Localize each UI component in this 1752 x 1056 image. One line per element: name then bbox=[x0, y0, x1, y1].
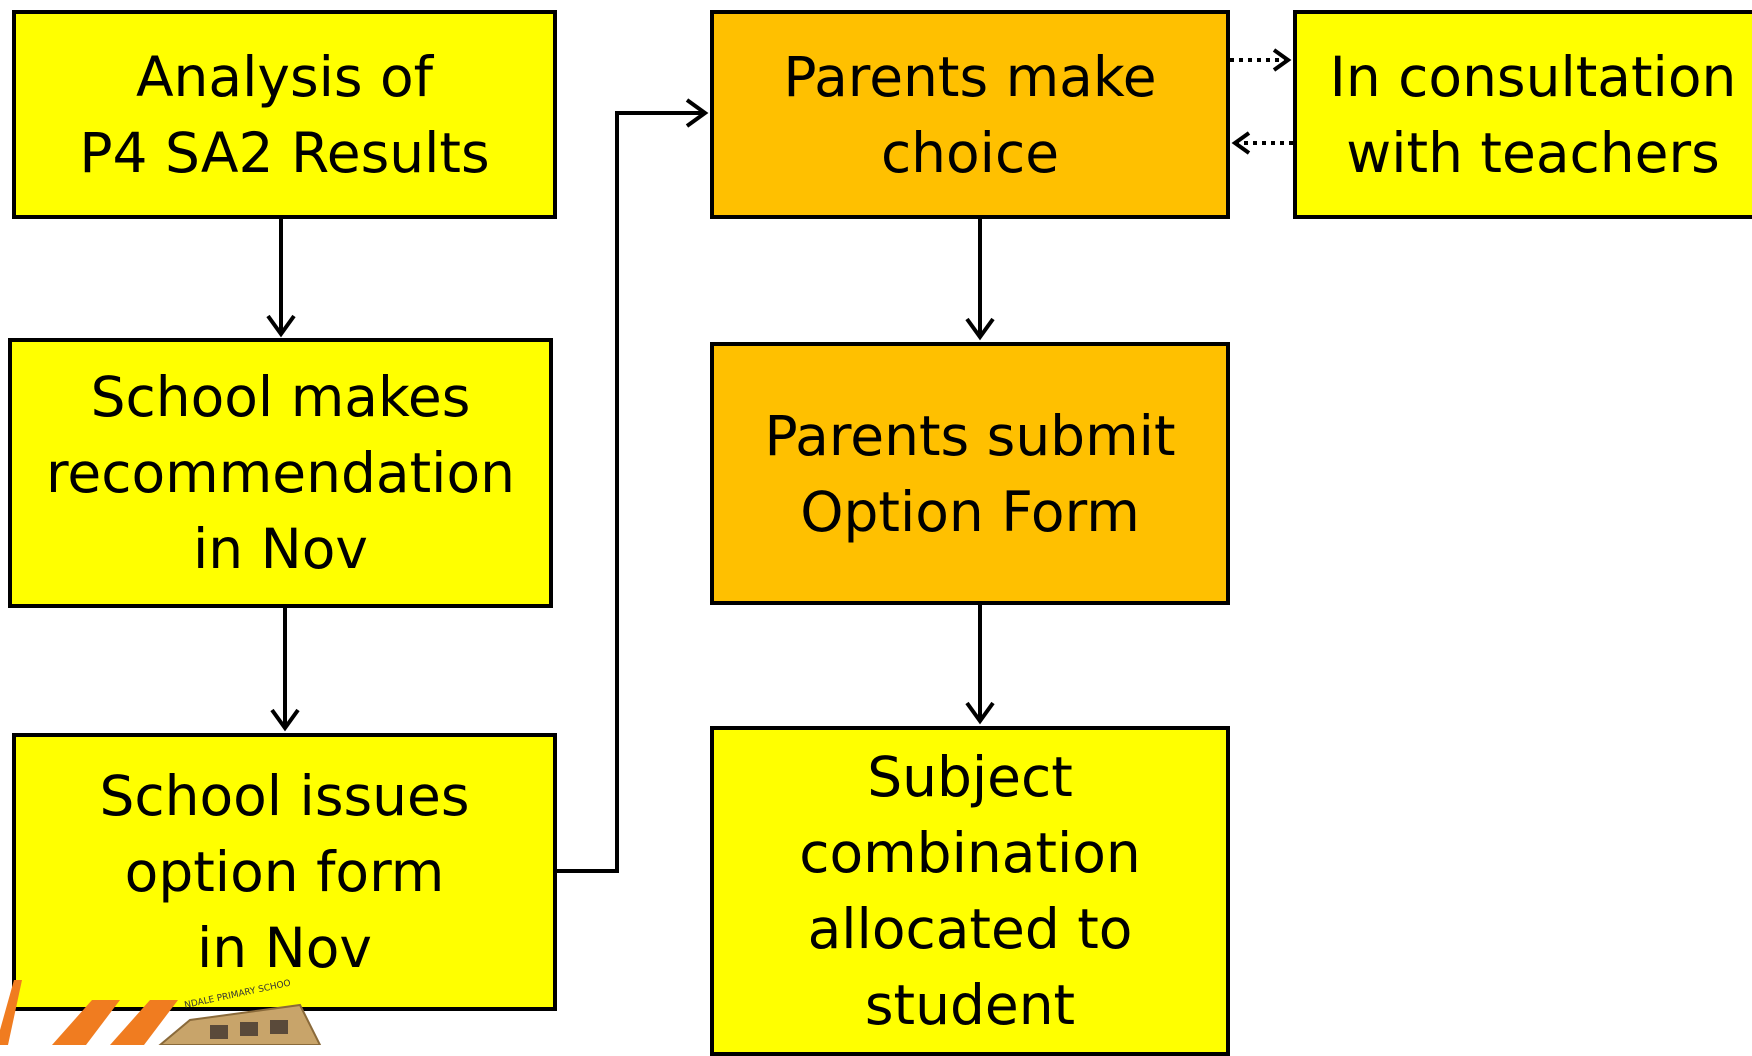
logo-text: NDALE PRIMARY SCHOO bbox=[184, 979, 292, 1011]
arrowhead-allocated bbox=[965, 701, 995, 725]
recommendation-line-2: recommendation bbox=[46, 441, 515, 505]
consultation-line-1: In consultation bbox=[1329, 44, 1737, 109]
recommendation-line-3: in Nov bbox=[193, 517, 368, 581]
choice-box: Parents make choice bbox=[710, 10, 1230, 219]
logo-swoosh-2 bbox=[52, 1000, 120, 1045]
choice-line-1: Parents make bbox=[783, 44, 1157, 109]
allocated-line-1: Subject bbox=[867, 745, 1073, 809]
consultation-box: In consultation with teachers bbox=[1293, 10, 1752, 219]
allocated-line-3: allocated to bbox=[807, 897, 1133, 961]
analysis-box: Analysis of P4 SA2 Results bbox=[12, 10, 557, 219]
submit-line-2: Option Form bbox=[800, 479, 1140, 544]
allocated-line-4: student bbox=[864, 973, 1076, 1037]
logo-swoosh-3 bbox=[110, 1000, 178, 1045]
arrowhead-choice-back bbox=[1231, 131, 1251, 155]
issues-line-1: School issues bbox=[99, 764, 470, 828]
arrowhead-submit bbox=[965, 317, 995, 341]
arrow-issues-to-choice bbox=[557, 111, 705, 873]
submit-line-1: Parents submit bbox=[764, 403, 1176, 468]
logo-swoosh-1 bbox=[0, 980, 22, 1045]
consultation-line-2: with teachers bbox=[1346, 120, 1720, 185]
allocated-box: Subject combination allocated to student bbox=[710, 726, 1230, 1056]
arrowhead-issues bbox=[270, 708, 300, 732]
school-logo: NDALE PRIMARY SCHOO bbox=[0, 979, 322, 1045]
choice-line-2: choice bbox=[880, 120, 1060, 185]
analysis-line-1: Analysis of bbox=[135, 44, 434, 109]
issues-box: School issues option form in Nov bbox=[12, 733, 557, 1011]
arrowhead-recommendation bbox=[266, 314, 296, 338]
logo-building-window-2 bbox=[240, 1022, 258, 1036]
logo-building-window-3 bbox=[270, 1020, 288, 1034]
issues-line-2: option form bbox=[124, 840, 445, 904]
issues-line-3: in Nov bbox=[197, 916, 372, 980]
allocated-line-2: combination bbox=[799, 821, 1141, 885]
recommendation-line-1: School makes bbox=[90, 365, 471, 429]
recommendation-box: School makes recommendation in Nov bbox=[8, 338, 553, 608]
submit-box: Parents submit Option Form bbox=[710, 342, 1230, 605]
arrowhead-consultation bbox=[1272, 48, 1292, 72]
logo-building-window-1 bbox=[210, 1025, 228, 1039]
analysis-line-2: P4 SA2 Results bbox=[79, 120, 490, 185]
arrowhead-choice bbox=[685, 98, 709, 128]
